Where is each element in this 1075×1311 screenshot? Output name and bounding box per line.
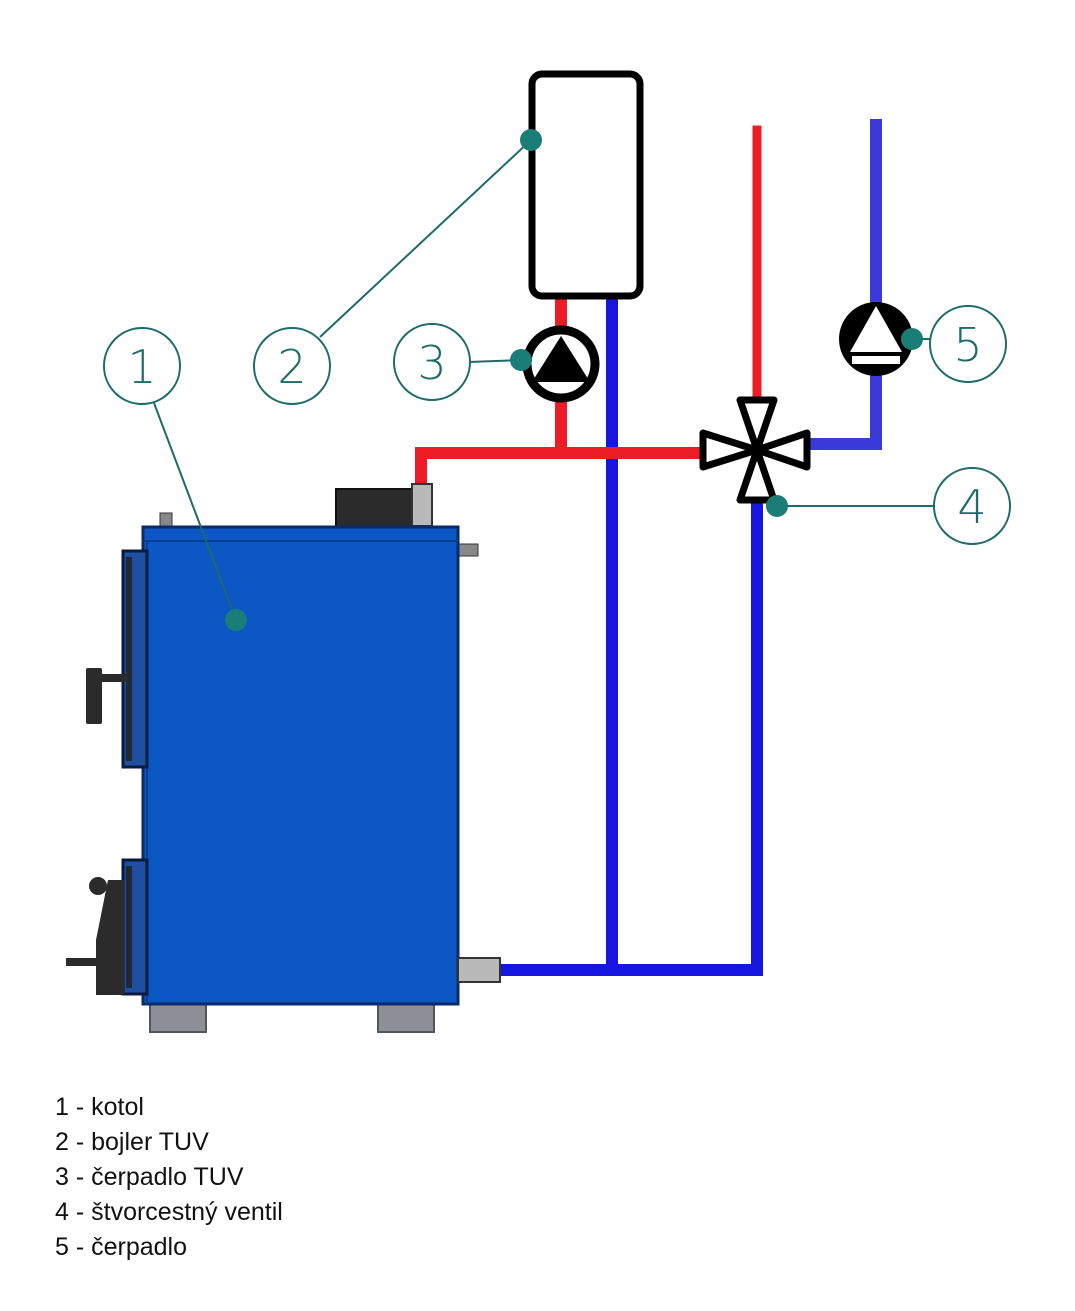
callout-dot-2: [520, 129, 542, 151]
pump-arrow-icon: [532, 336, 590, 382]
callout-circle-4: [933, 467, 1011, 545]
callout-numbers: 1 2 3 4 5: [127, 318, 986, 534]
dhw-pump: [522, 325, 600, 403]
legend-item-four-way-valve: 4 - štvorcestný ventil: [55, 1198, 283, 1226]
heating-schematic: 1 2 3 4 5: [66, 70, 1011, 1033]
callout-number-3: 3: [417, 336, 446, 390]
callout-number-2: 2: [277, 340, 306, 394]
hot-pipes: [415, 125, 762, 494]
boiler-body: [141, 525, 460, 1006]
ash-door-lever: [96, 880, 124, 995]
four-way-valve: [699, 396, 811, 504]
callouts: [103, 139, 1011, 621]
circuit-return-pipe: [809, 119, 882, 450]
hot-supply-pipe: [415, 447, 709, 494]
callout-dot-5: [901, 328, 923, 350]
dhw-tank: [528, 70, 644, 300]
legend-item-pump: 5 - čerpadlo: [55, 1233, 188, 1261]
circuit-pump: [839, 302, 913, 376]
callout-circle-3: [393, 323, 471, 401]
legend-item-dhw-pump: 3 - čerpadlo TUV: [55, 1163, 244, 1191]
leader-line-2: [319, 139, 532, 338]
callout-circle-5: [929, 305, 1007, 383]
callout-circle-2: [253, 327, 331, 405]
pump-arrow-icon: [850, 306, 902, 352]
callout-number-1: 1: [127, 340, 156, 394]
flue-box: [335, 488, 417, 528]
boiler-foot-left: [149, 1001, 207, 1033]
boiler: [66, 483, 501, 1033]
cold-pipes: [492, 119, 882, 976]
callout-dot-1: [225, 609, 247, 631]
top-fitting: [411, 483, 433, 527]
callout-number-5: 5: [953, 318, 982, 372]
callout-dot-4: [766, 495, 788, 517]
callout-dots: [225, 129, 923, 631]
legend: 1 - kotol 2 - bojler TUV 3 - čerpadlo TU…: [55, 1090, 283, 1265]
boiler-foot-right: [377, 1001, 435, 1033]
cold-return-pipe: [492, 499, 763, 976]
bottom-fitting: [457, 957, 501, 983]
legend-item-boiler: 1 - kotol: [55, 1093, 144, 1121]
leader-line-1: [153, 402, 237, 621]
callout-number-4: 4: [957, 480, 986, 534]
callout-dot-3: [510, 349, 532, 371]
callout-circle-1: [103, 327, 181, 405]
legend-item-dhw-tank: 2 - bojler TUV: [55, 1128, 209, 1156]
